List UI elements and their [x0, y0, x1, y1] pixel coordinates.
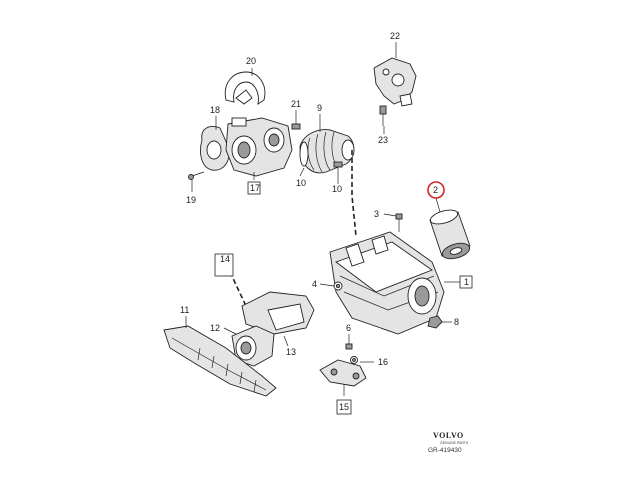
routing-line-bolt-14	[229, 271, 247, 307]
intake-duct-upper[interactable]	[241, 291, 315, 335]
brand-subtitle: GENUINE PARTS	[440, 441, 469, 445]
callout-13[interactable]: 13	[286, 347, 296, 357]
intake-duct-lower[interactable]	[163, 325, 277, 397]
throttle-gasket[interactable]	[224, 71, 266, 105]
callout-10-left[interactable]: 10	[296, 178, 306, 188]
brand-block: VOLVO GENUINE PARTS GR-419430	[428, 431, 469, 454]
callout-16[interactable]: 16	[378, 357, 388, 367]
callout-3[interactable]: 3	[374, 209, 379, 219]
bolt-19[interactable]	[188, 171, 205, 180]
bolt-23[interactable]	[379, 105, 387, 126]
label-box-15	[336, 399, 352, 415]
callout-21[interactable]: 21	[291, 99, 301, 109]
callout-20[interactable]: 20	[246, 56, 256, 66]
bolt-6[interactable]	[345, 334, 353, 350]
callout-12[interactable]: 12	[210, 323, 220, 333]
callout-4[interactable]: 4	[312, 279, 317, 289]
air-filter-cartridge[interactable]	[429, 207, 471, 261]
bolt-21[interactable]	[291, 114, 301, 130]
callout-9[interactable]: 9	[317, 103, 322, 113]
nut-16[interactable]	[350, 356, 358, 364]
callout-18[interactable]: 18	[210, 105, 220, 115]
callout-8[interactable]: 8	[454, 317, 459, 327]
grommet-4[interactable]	[333, 281, 343, 291]
hose-clamp-right[interactable]	[333, 161, 343, 168]
label-box-14	[214, 253, 234, 277]
hose-clamp-left[interactable]	[299, 141, 309, 167]
callout-15[interactable]: 15	[339, 402, 349, 412]
diagram-reference: GR-419430	[428, 447, 462, 454]
callout-23[interactable]: 23	[378, 135, 388, 145]
bolt-3[interactable]	[395, 213, 403, 232]
lower-bracket[interactable]	[319, 359, 367, 387]
brand-logo: VOLVO	[433, 431, 464, 440]
throttle-plate[interactable]	[200, 126, 230, 171]
callout-17[interactable]: 17	[250, 183, 260, 193]
callout-14[interactable]: 14	[220, 254, 230, 264]
callout-19[interactable]: 19	[186, 195, 196, 205]
nut-8[interactable]	[427, 315, 443, 329]
label-box-1	[459, 275, 473, 289]
highlight-ring-part-2	[427, 181, 445, 199]
callout-11[interactable]: 11	[180, 305, 189, 315]
leader-lines	[185, 42, 460, 396]
callout-2[interactable]: 2	[433, 185, 438, 195]
routing-line-hose-to-airbox	[351, 150, 357, 237]
throttle-body[interactable]	[225, 117, 293, 177]
callout-10-right[interactable]: 10	[332, 184, 342, 194]
callout-numbers: 20 18 21 9 10 10 17 19 22 23 3 2 1 4 8 1…	[180, 31, 469, 412]
callout-6[interactable]: 6	[346, 323, 351, 333]
air-cleaner-housing[interactable]	[329, 231, 445, 335]
callout-22[interactable]: 22	[390, 31, 400, 41]
mounting-bracket[interactable]	[373, 57, 417, 107]
callout-1[interactable]: 1	[464, 277, 469, 287]
label-box-17	[247, 181, 261, 195]
duct-connector[interactable]	[231, 325, 275, 367]
